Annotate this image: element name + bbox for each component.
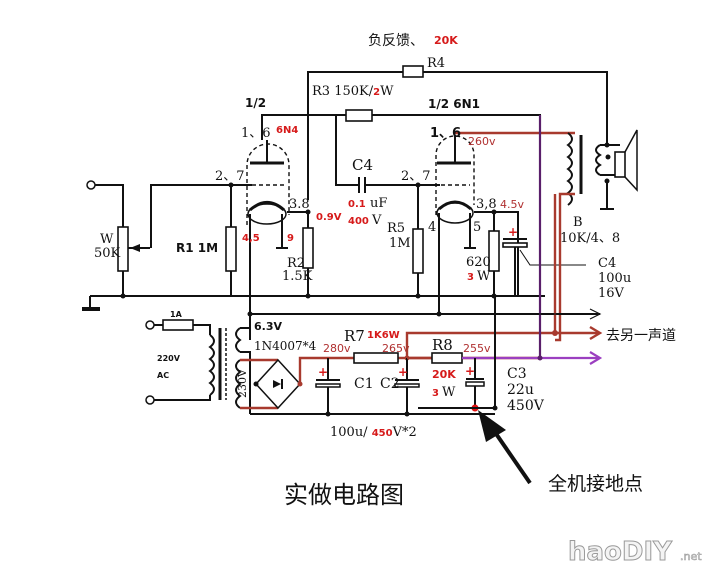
c3-name: C3: [507, 366, 527, 382]
r1: R1 1M: [176, 182, 237, 296]
feedback-value: 20K: [434, 34, 458, 47]
page-title: 实做电路图: [284, 481, 404, 509]
cathode-network: + 620 3 W C4 100u 16V: [466, 212, 631, 301]
bypass-plus: +: [508, 225, 518, 239]
tube-v1: 1、6 6N4 2、7 3.8 4,5 9 0.9V: [215, 125, 342, 340]
r4-label: R4: [427, 56, 445, 71]
tube-v2: 1、6 260v 2、7 3,8 4.5v 4 5: [401, 126, 575, 300]
r4-resistor: [402, 65, 424, 78]
c4-volt-num: 400: [348, 216, 369, 227]
c4-bypass-voltage: 16V: [598, 286, 625, 301]
volume-name: W: [100, 232, 114, 247]
r1-label: R1 1M: [176, 241, 218, 255]
r5-name: R5: [387, 221, 405, 236]
c1-plus: +: [318, 365, 328, 379]
r3-resistor: [345, 109, 373, 122]
v1-type: 6N4: [276, 125, 298, 136]
other-channel-label: 去另一声道: [606, 328, 676, 344]
r3-label: R3 150K/2W: [312, 84, 394, 99]
watermark: haoDIY .net: [568, 537, 703, 568]
c4-value-num: 0.1: [348, 199, 366, 210]
fuse: [162, 319, 194, 331]
input-section: W 50K: [82, 180, 545, 311]
input-terminal[interactable]: [86, 180, 96, 190]
v1-cathode-voltage: 0.9V: [316, 212, 342, 223]
c4-value-unit: uF: [370, 196, 387, 211]
v2-fraction-type: 1/2 6N1: [428, 97, 480, 111]
v1-pin9: 9: [287, 233, 294, 244]
mains-terminal-2[interactable]: [145, 395, 155, 405]
c2-plus: +: [398, 365, 408, 379]
c3-voltage: 450V: [507, 398, 545, 414]
transformer-spec: 10K/4、8: [560, 231, 620, 246]
r5: R5 1M: [387, 185, 424, 299]
r8-name: R8: [432, 336, 453, 354]
r-cathode-watt-num: 3: [467, 272, 474, 283]
watermark-main: haoDIY: [568, 537, 673, 567]
v2-plate-pins: 1、6: [430, 126, 461, 141]
mains-type: AC: [157, 371, 169, 380]
watermark-suffix: .net: [680, 550, 702, 563]
r7-resistor: [353, 352, 399, 364]
v2-heater-a: 4: [428, 220, 436, 235]
v1-grid-pins: 2、7: [215, 169, 245, 184]
v1-cathode-pins: 3.8: [289, 197, 310, 212]
mains-voltage: 220V: [157, 354, 181, 363]
ground-point-label: 全机接地点: [548, 473, 643, 495]
heater-winding: 6.3V: [254, 320, 282, 333]
v2-cathode-pins: 3,8: [476, 197, 497, 212]
voltage-255: 255v: [463, 342, 491, 355]
v1-fraction: 1/2: [245, 96, 266, 110]
c4-volt-unit: V: [371, 213, 382, 228]
fuse-value: 1A: [170, 310, 183, 319]
rectifier-label: 1N4007*4: [254, 339, 317, 353]
r-cathode-value: 620: [466, 255, 491, 270]
c4-bypass-name: C4: [598, 256, 616, 271]
power-supply: 1A 220V AC 6.3V 1N4007*4 230V: [145, 310, 600, 415]
volume-value: 50K: [94, 246, 121, 261]
hv-winding: 230V: [236, 368, 249, 398]
r8-resistor: [431, 352, 463, 364]
c3-value: 22u: [507, 382, 534, 398]
c2-name: C2: [380, 376, 400, 392]
feedback-label: 负反馈、: [368, 33, 424, 49]
c4-coupling-name: C4: [352, 156, 373, 174]
r7-spec: 1K6W: [367, 330, 400, 341]
feedback-loop: 负反馈、 20K R4: [307, 33, 608, 200]
output-stage: B 10K/4、8: [555, 129, 638, 342]
filter-network: + C1 R7 1K6W 280v 265v + C2 R8 20K 3 W 2…: [315, 296, 603, 440]
voltage-280: 280v: [323, 342, 351, 355]
v2-cathode-voltage: 4.5v: [500, 198, 524, 211]
coupling-cap: C4 0.1 uF 400 V: [335, 115, 440, 228]
v2-grid-pins: 2、7: [401, 169, 431, 184]
r-cathode-watt-unit: W: [477, 269, 491, 284]
pot-wiper-arrow: [130, 244, 140, 252]
c4-bypass-value: 100u: [598, 271, 631, 286]
voltage-265: 265v: [382, 342, 410, 355]
speaker-icon: [614, 151, 626, 178]
v2-heater-b: 5: [473, 220, 481, 235]
r8-watt-num: 3: [432, 388, 439, 399]
r8-value: 20K: [432, 368, 456, 381]
ground-annotation: 全机接地点: [478, 410, 643, 495]
c1-name: C1: [354, 376, 374, 392]
v1-heater-pins: 4,5: [242, 233, 260, 244]
v1-plate-pins: 1、6: [241, 126, 271, 141]
r2-value: 1.5K: [282, 269, 313, 284]
r7-name: R7: [344, 327, 365, 345]
r2: R2 1.5K: [282, 212, 314, 299]
mains-transformer-primary: [208, 334, 215, 396]
c1c2-spec: 100u/ 450V*2: [330, 425, 417, 440]
mains-terminal-1[interactable]: [145, 320, 155, 330]
r8-watt-unit: W: [442, 385, 456, 400]
ground-symbol: [82, 307, 100, 311]
c3-plus: +: [465, 364, 475, 378]
r5-value: 1M: [389, 236, 411, 251]
v2-plate-voltage: 260v: [468, 135, 496, 148]
r2-name: R2: [287, 256, 305, 271]
transformer-name: B: [573, 215, 583, 230]
channel-wires: 去另一声道: [247, 115, 676, 358]
